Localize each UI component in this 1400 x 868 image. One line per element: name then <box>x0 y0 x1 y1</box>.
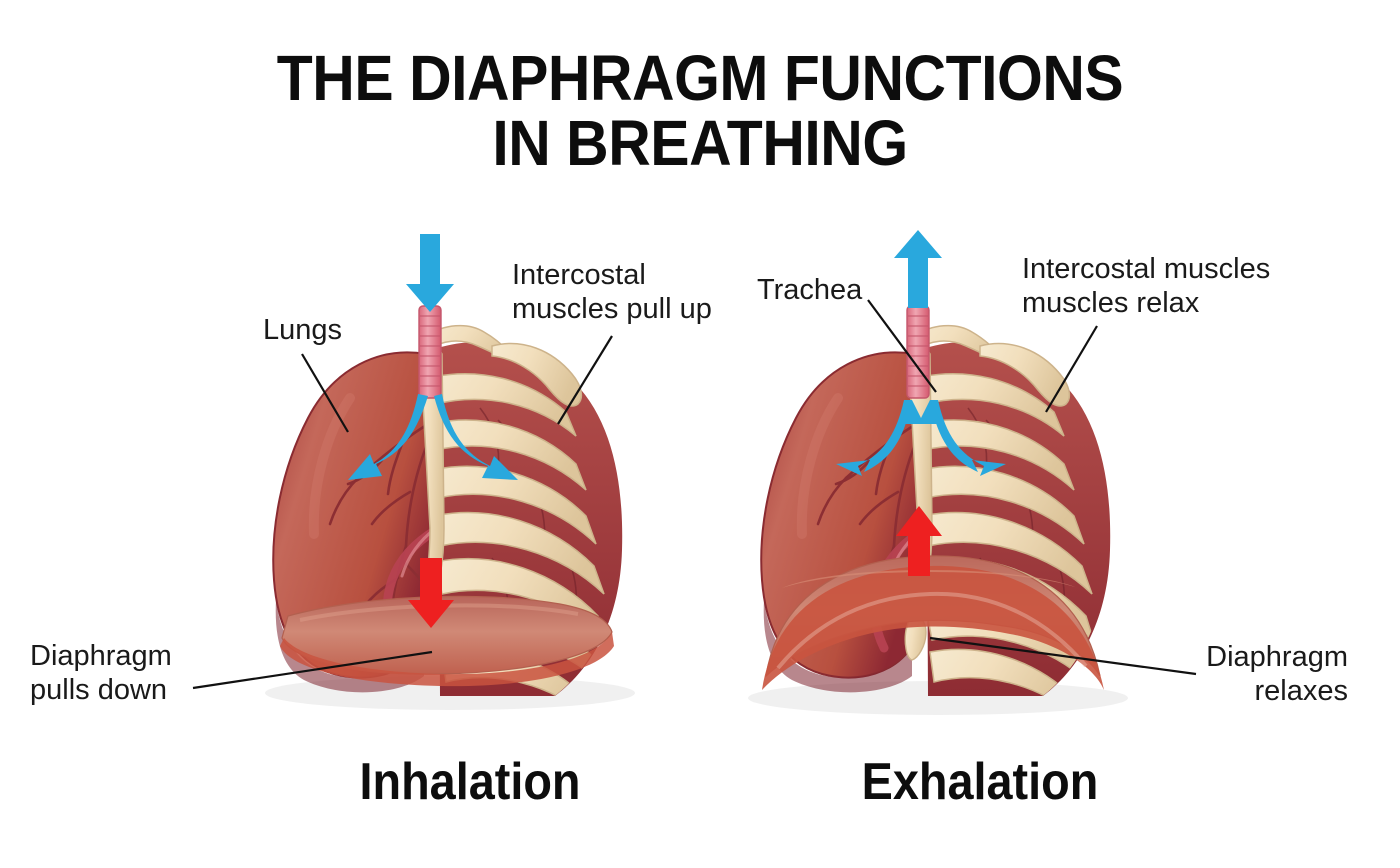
caption-inhalation: Inhalation <box>359 753 581 811</box>
trachea <box>906 305 930 399</box>
caption-exhalation: Exhalation <box>861 753 1099 811</box>
label-intercostal-muscles-exhalation: Intercostal muscles muscles relax <box>1022 253 1271 320</box>
label-trachea: Trachea <box>757 274 863 306</box>
airflow-arrow-out <box>894 230 942 308</box>
diaphragm-flattened <box>280 595 614 687</box>
rib-movement-arrows-out <box>348 394 518 480</box>
label-diaphragm-relaxes: Diaphragm relaxes <box>1206 641 1348 708</box>
diaphragm-domed <box>762 555 1104 690</box>
trachea <box>418 305 442 399</box>
label-lungs: Lungs <box>263 314 343 346</box>
exhalation-illustration <box>748 230 1128 715</box>
rib-movement-arrows-in <box>836 400 1006 476</box>
ribcage <box>904 324 1096 698</box>
diaphragm-arrow-down <box>408 558 454 628</box>
diaphragm-arrow-up <box>896 506 942 576</box>
label-intercostal-muscles-inhalation: Intercostal muscles pull up <box>512 259 712 326</box>
airflow-arrow-in <box>406 234 454 312</box>
title-line-2: IN BREATHING <box>492 107 908 180</box>
title-line-1: THE DIAPHRAGM FUNCTIONS <box>276 42 1124 114</box>
label-diaphragm-pulls-down: Diaphragm pulls down <box>30 640 172 707</box>
page-title: THE DIAPHRAGM FUNCTIONS IN BREATHING <box>0 42 1400 180</box>
